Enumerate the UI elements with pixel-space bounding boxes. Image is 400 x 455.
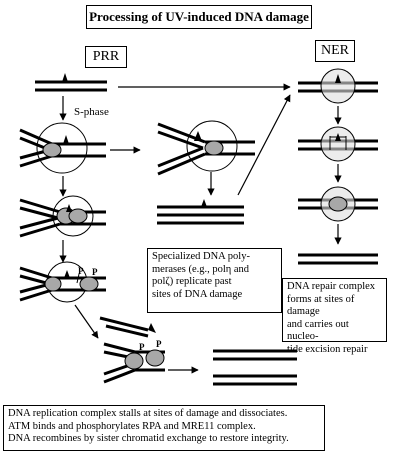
note-line: merases (e.g., polη and bbox=[152, 263, 250, 275]
phosphate-label: P bbox=[156, 339, 162, 349]
note-line: and carries out nucleo- bbox=[287, 318, 349, 343]
ner-label: NER bbox=[315, 40, 355, 62]
ner-repaired-dna bbox=[298, 253, 378, 265]
note-specialized-polymerases: Specialized DNA poly- merases (e.g., pol… bbox=[147, 248, 282, 313]
note-line: DNA repair complex bbox=[287, 281, 376, 292]
ner-step3 bbox=[298, 186, 378, 222]
fork-complex-bound bbox=[19, 195, 106, 238]
diagram-title: Processing of UV-induced DNA damage bbox=[86, 5, 312, 29]
note-line: ATM binds and phosphorylates RPA and MRE… bbox=[8, 420, 256, 432]
note-line: forms at sites of damage bbox=[287, 293, 355, 318]
s-phase-label: S-phase bbox=[74, 106, 109, 118]
dna-recombined bbox=[213, 349, 297, 386]
ner-step1 bbox=[298, 68, 378, 104]
note-line: DNA recombines by sister chromatid excha… bbox=[8, 433, 289, 444]
note-ner-repair: DNA repair complex forms at sites of dam… bbox=[282, 278, 387, 355]
fork-dissociated bbox=[99, 316, 165, 384]
note-line: tide excision repair bbox=[287, 343, 368, 355]
replication-fork-stalled bbox=[19, 122, 106, 174]
dna-damaged-initial bbox=[35, 73, 107, 92]
fork-phosphorylated bbox=[19, 261, 106, 303]
note-line: DNA replication complex stalls at sites … bbox=[8, 408, 288, 419]
phosphate-label: P bbox=[78, 266, 84, 276]
replication-fork-bypass bbox=[157, 120, 255, 176]
arrow-bypass-to-ner bbox=[237, 94, 291, 196]
note-prr-summary: DNA replication complex stalls at sites … bbox=[3, 405, 325, 451]
note-line: sites of DNA damage bbox=[152, 288, 243, 300]
dna-bypassed bbox=[157, 199, 244, 225]
uv-lesion-icon bbox=[62, 73, 68, 82]
phosphate-label: P bbox=[92, 267, 98, 277]
note-line: polζ) replicate past bbox=[152, 276, 232, 287]
phosphate-label: P bbox=[139, 342, 145, 352]
prr-label: PRR bbox=[85, 46, 127, 68]
note-line: Specialized DNA poly- bbox=[152, 251, 250, 262]
ner-step2 bbox=[298, 126, 378, 162]
arrow-step5 bbox=[74, 304, 99, 339]
